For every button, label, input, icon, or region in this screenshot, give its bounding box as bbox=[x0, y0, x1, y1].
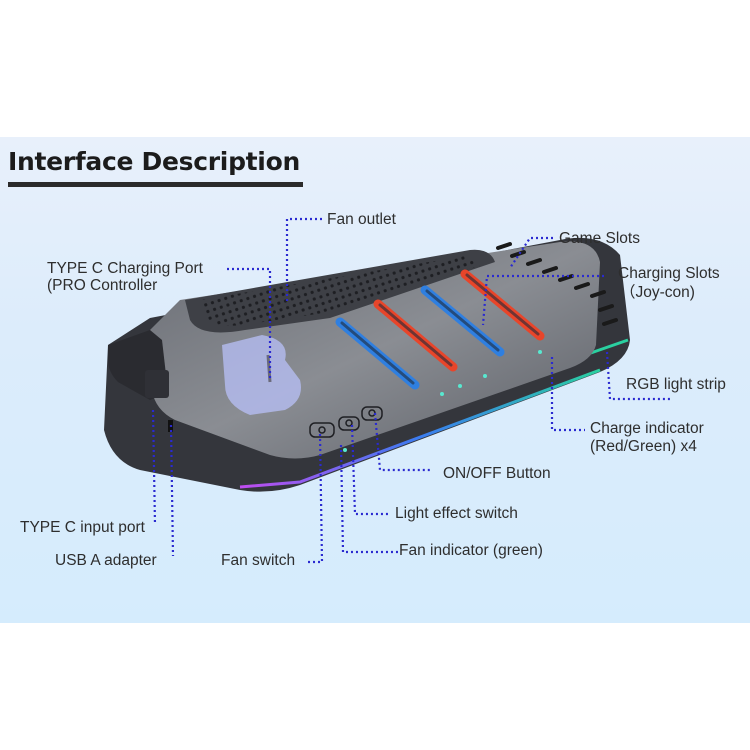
title-underline bbox=[8, 182, 303, 187]
label-type-c-charging-port: TYPE C Charging Port bbox=[47, 260, 203, 277]
label-usb-a-adapter: USB A adapter bbox=[55, 552, 157, 569]
label-fan-outlet: Fan outlet bbox=[327, 211, 396, 228]
label-charging-slots-sub: （Joy-con) bbox=[620, 284, 695, 301]
label-rgb-light-strip: RGB light strip bbox=[626, 376, 726, 393]
label-on-off-button: ON/OFF Button bbox=[443, 465, 551, 482]
label-charge-indicator-sub: (Red/Green) x4 bbox=[590, 438, 697, 455]
label-charge-indicator: Charge indicator bbox=[590, 420, 704, 437]
label-fan-indicator: Fan indicator (green) bbox=[399, 542, 543, 559]
label-type-c-charging-port-sub: (PRO Controller bbox=[47, 277, 158, 294]
label-fan-switch: Fan switch bbox=[221, 552, 296, 569]
label-light-effect-switch: Light effect switch bbox=[395, 505, 518, 522]
label-game-slots: Game Slots bbox=[559, 230, 640, 247]
page-title: Interface Description bbox=[8, 147, 300, 176]
label-type-c-input-port: TYPE C input port bbox=[20, 519, 145, 536]
label-charging-slots: Charging Slots bbox=[618, 265, 720, 282]
